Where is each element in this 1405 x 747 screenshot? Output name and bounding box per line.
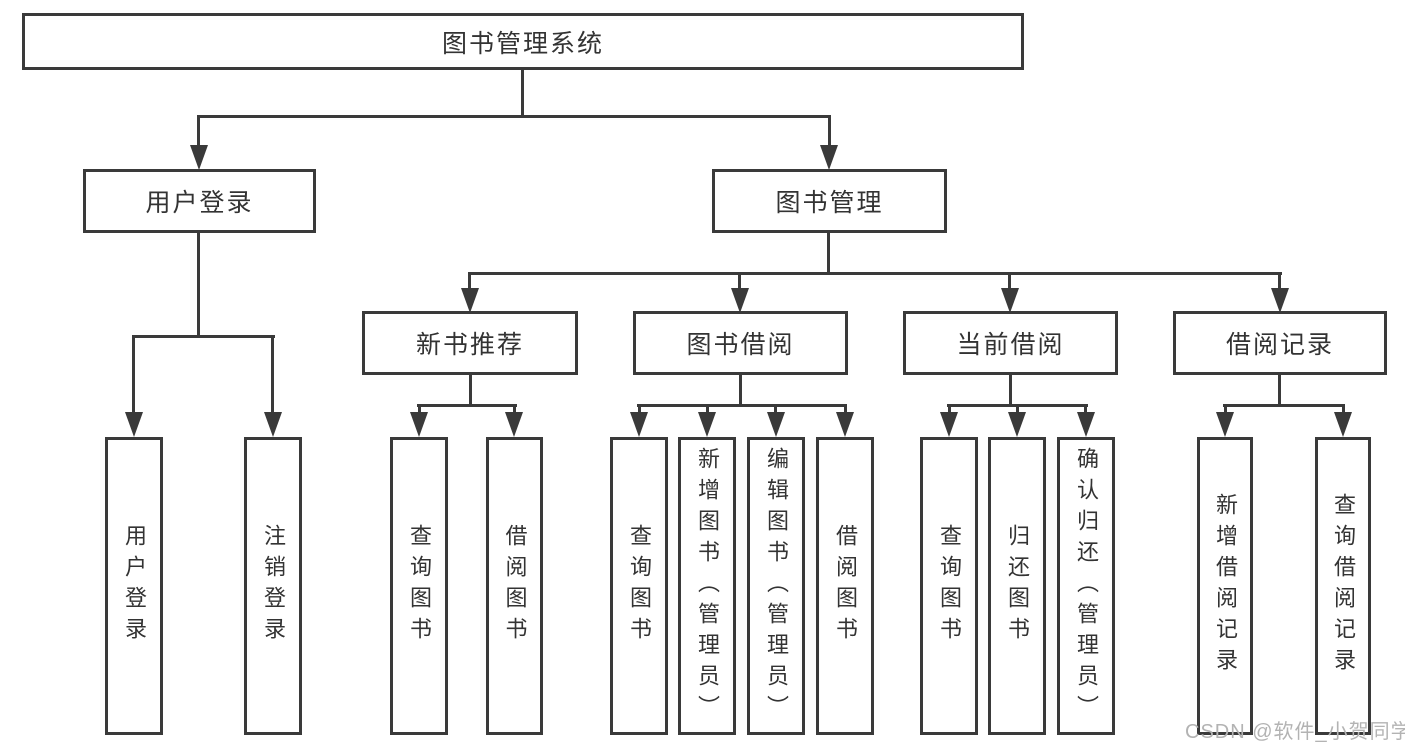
leaf-user-login-label: 用户登录 <box>122 524 147 648</box>
arrowhead-borrow-records <box>1271 288 1289 313</box>
leaf-query-book-2-label: 查询图书 <box>627 524 652 648</box>
connector-root-vertical <box>521 70 524 117</box>
leaf-add-borrow-record-label: 新增借阅记录 <box>1213 493 1238 679</box>
connector-stub-edit-book-admin <box>774 404 777 414</box>
arrowhead-borrow-book-1 <box>505 412 523 437</box>
connector-stub-current-borrow <box>1008 272 1011 290</box>
arrowhead-confirm-return <box>1077 412 1095 437</box>
arrowhead-query-book-3 <box>940 412 958 437</box>
leaf-add-book-admin-label: 新增图书（管理员） <box>695 446 720 726</box>
arrowhead-return-book <box>1008 412 1026 437</box>
node-current-borrow: 当前借阅 <box>903 311 1118 375</box>
connector-book-management-vertical <box>827 233 830 274</box>
connector-stub-add-borrow-record <box>1224 404 1227 414</box>
arrowhead-new-book-recommend <box>461 288 479 313</box>
connector-root-horizontal <box>197 115 831 118</box>
arrowhead-leaf-user-login <box>125 412 143 437</box>
connector-new-book-horizontal <box>417 404 517 407</box>
node-borrow-records: 借阅记录 <box>1173 311 1387 375</box>
node-current-borrow-label: 当前借阅 <box>956 331 1065 359</box>
leaf-borrow-book-2-label: 借阅图书 <box>833 524 858 648</box>
connector-user-login-vertical <box>197 233 200 337</box>
leaf-borrow-book-1-label: 借阅图书 <box>502 524 528 648</box>
connector-stub-query-book-1 <box>418 404 421 414</box>
node-book-management: 图书管理 <box>712 169 947 233</box>
connector-stub-user-login <box>197 115 200 147</box>
leaf-edit-book-admin-label: 编辑图书（管理员） <box>764 446 789 726</box>
leaf-query-book-2: 查询图书 <box>610 437 668 735</box>
leaf-borrow-book-2: 借阅图书 <box>816 437 874 735</box>
leaf-query-borrow-record-label: 查询借阅记录 <box>1331 493 1356 679</box>
connector-stub-borrow-book-1 <box>513 404 516 414</box>
arrowhead-query-book-2 <box>630 412 648 437</box>
leaf-borrow-book-1: 借阅图书 <box>486 437 543 735</box>
node-user-login: 用户登录 <box>83 169 316 233</box>
node-root-label: 图书管理系统 <box>441 29 604 58</box>
node-book-management-label: 图书管理 <box>775 189 884 217</box>
node-new-book-recommend-label: 新书推荐 <box>415 331 524 359</box>
connector-book-borrow-vertical <box>739 375 742 406</box>
connector-stub-add-book-admin <box>706 404 709 414</box>
arrowhead-user-login <box>190 145 208 170</box>
node-new-book-recommend: 新书推荐 <box>362 311 578 375</box>
leaf-add-borrow-record: 新增借阅记录 <box>1197 437 1253 735</box>
node-book-borrow-label: 图书借阅 <box>686 331 795 359</box>
connector-stub-borrow-records <box>1278 272 1281 290</box>
connector-user-login-horizontal <box>132 335 275 338</box>
connector-book-management-horizontal <box>468 272 1282 275</box>
connector-stub-new-book-recommend <box>468 272 471 290</box>
connector-borrow-records-horizontal <box>1223 404 1345 407</box>
node-user-login-label: 用户登录 <box>145 189 254 217</box>
leaf-query-book-1: 查询图书 <box>390 437 448 735</box>
connector-current-borrow-vertical <box>1009 375 1012 406</box>
connector-stub-book-management <box>828 115 831 147</box>
connector-stub-leaf-user-login <box>132 335 135 414</box>
connector-stub-borrow-book-2 <box>844 404 847 414</box>
arrowhead-add-borrow-record <box>1216 412 1234 437</box>
connector-stub-query-book-2 <box>638 404 641 414</box>
arrowhead-book-management <box>820 145 838 170</box>
connector-stub-query-book-3 <box>948 404 951 414</box>
leaf-add-book-admin: 新增图书（管理员） <box>678 437 736 735</box>
connector-new-book-vertical <box>469 375 472 406</box>
connector-stub-return-book <box>1016 404 1019 414</box>
leaf-user-login: 用户登录 <box>105 437 163 735</box>
leaf-return-book-label: 归还图书 <box>1005 524 1030 648</box>
node-root: 图书管理系统 <box>22 13 1024 70</box>
leaf-return-book: 归还图书 <box>988 437 1046 735</box>
leaf-query-book-3: 查询图书 <box>920 437 978 735</box>
arrowhead-query-borrow-record <box>1334 412 1352 437</box>
connector-book-borrow-horizontal <box>637 404 847 407</box>
watermark: CSDN @软件_小贺同学 <box>1185 721 1405 743</box>
leaf-logout-label: 注销登录 <box>261 524 286 648</box>
arrowhead-add-book-admin <box>698 412 716 437</box>
leaf-edit-book-admin: 编辑图书（管理员） <box>747 437 805 735</box>
connector-stub-query-borrow-record <box>1342 404 1345 414</box>
leaf-confirm-return-admin-label: 确认归还（管理员） <box>1074 446 1099 726</box>
connector-borrow-records-vertical <box>1278 375 1281 406</box>
arrowhead-query-book-1 <box>410 412 428 437</box>
leaf-query-book-3-label: 查询图书 <box>937 524 962 648</box>
arrowhead-borrow-book-2 <box>836 412 854 437</box>
connector-stub-leaf-logout <box>271 335 274 414</box>
arrowhead-book-borrow <box>731 288 749 313</box>
connector-stub-confirm-return <box>1084 404 1087 414</box>
leaf-confirm-return-admin: 确认归还（管理员） <box>1057 437 1115 735</box>
arrowhead-edit-book-admin <box>767 412 785 437</box>
node-borrow-records-label: 借阅记录 <box>1225 331 1334 359</box>
leaf-logout: 注销登录 <box>244 437 302 735</box>
arrowhead-leaf-logout <box>264 412 282 437</box>
connector-stub-book-borrow <box>738 272 741 290</box>
arrowhead-current-borrow <box>1001 288 1019 313</box>
node-book-borrow: 图书借阅 <box>633 311 848 375</box>
leaf-query-book-1-label: 查询图书 <box>407 524 432 648</box>
leaf-query-borrow-record: 查询借阅记录 <box>1315 437 1371 735</box>
